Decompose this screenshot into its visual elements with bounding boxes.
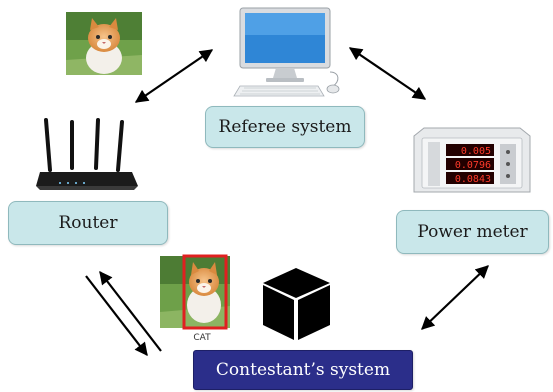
detected-cat-photo [160, 254, 230, 330]
detection-class-label: CAT [193, 333, 211, 343]
power-meter-box: Power meter [396, 210, 549, 254]
router-icon [36, 118, 138, 190]
arrow-referee-catphoto [134, 49, 214, 103]
router-box: Router [8, 201, 168, 245]
router-label: Router [58, 213, 118, 233]
computer-icon [233, 7, 340, 97]
power-meter-icon: 0.005 0.0796 0.0843 [413, 127, 531, 193]
referee-system-box: Referee system [205, 106, 365, 148]
black-box-icon [263, 268, 330, 340]
power-readout-2: 0.0796 [455, 160, 491, 171]
arrow-router-to-contestant [85, 275, 148, 357]
power-readout-3: 0.0843 [455, 174, 491, 185]
arrow-referee-powermeter [348, 47, 427, 100]
contestant-system-label: Contestant’s system [215, 360, 391, 380]
detection-bounding-box [182, 254, 228, 330]
power-meter-label: Power meter [417, 222, 528, 242]
referee-system-label: Referee system [218, 117, 352, 137]
cat-photo-icon [66, 12, 142, 75]
arrow-powermeter-contestant [421, 265, 489, 330]
contestant-system-box: Contestant’s system [193, 350, 413, 390]
arrow-contestant-to-router [99, 270, 162, 352]
power-readout-1: 0.005 [461, 146, 491, 157]
